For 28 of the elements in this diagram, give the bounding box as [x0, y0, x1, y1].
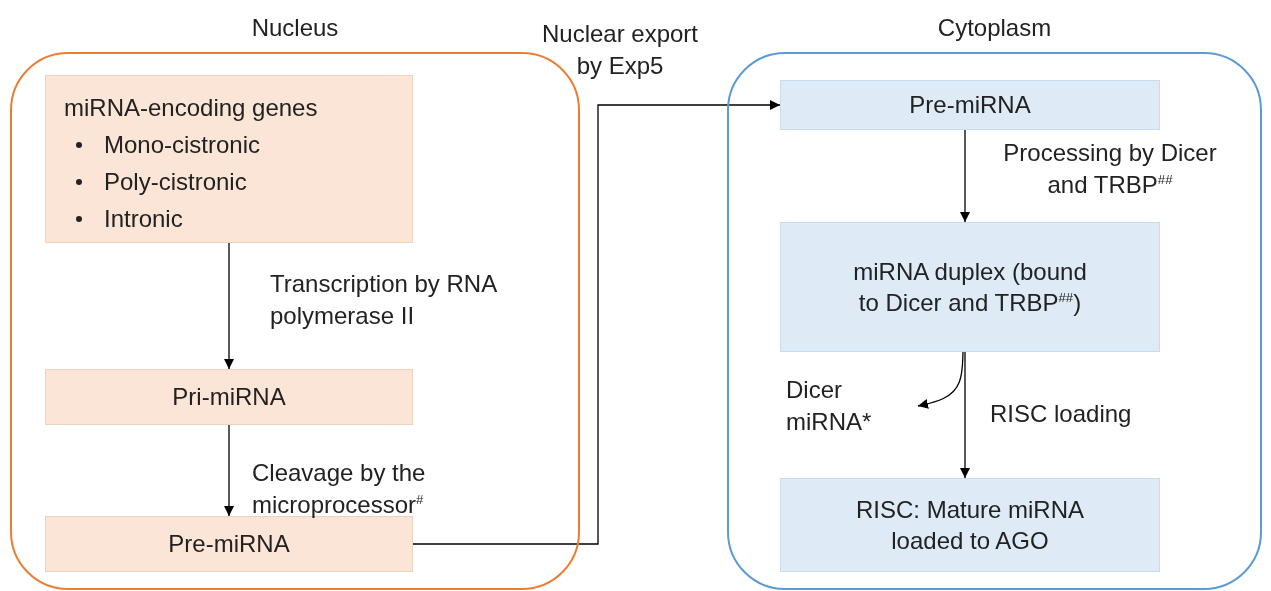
process-box — [780, 80, 1160, 130]
list-item: Mono-cistronic — [104, 130, 261, 160]
process-box — [780, 478, 1160, 572]
box-text: Pre-miRNA — [909, 90, 1031, 121]
list-item: Intronic — [104, 204, 183, 235]
process-box — [45, 75, 413, 243]
arrow — [224, 424, 234, 517]
edge-label: Transcription by RNA polymerase II — [270, 269, 498, 332]
compartment-heading: Cytoplasm — [936, 14, 1053, 42]
arrow — [224, 242, 234, 370]
arrow — [412, 100, 781, 545]
process-box — [45, 516, 413, 572]
process-box — [780, 222, 1160, 352]
box-text: miRNA duplex (bound to Dicer and TRBP$^{##}$) — [852, 256, 1088, 318]
box-heading: miRNA-encoding genes — [64, 93, 319, 123]
list-item: Poly-cistronic — [104, 167, 247, 198]
arrow — [917, 351, 964, 409]
arrow — [960, 351, 970, 479]
edge-label: Processing by Dicer and TRBP$^{##}$ — [1002, 138, 1218, 201]
box-text: Pri-miRNA — [172, 382, 286, 413]
box-text: RISC: Mature miRNA loaded to AGO — [854, 494, 1085, 556]
edge-label: Nuclear export by Exp5 — [540, 19, 700, 82]
edge-label: RISC loading — [990, 399, 1132, 429]
arrow — [960, 129, 970, 223]
node-text: Dicer miRNA* — [786, 375, 873, 438]
edge-label: Cleavage by the microprocessor$^{#}$ — [252, 458, 427, 521]
process-box — [45, 369, 413, 425]
box-text: Pre-miRNA — [168, 529, 290, 560]
